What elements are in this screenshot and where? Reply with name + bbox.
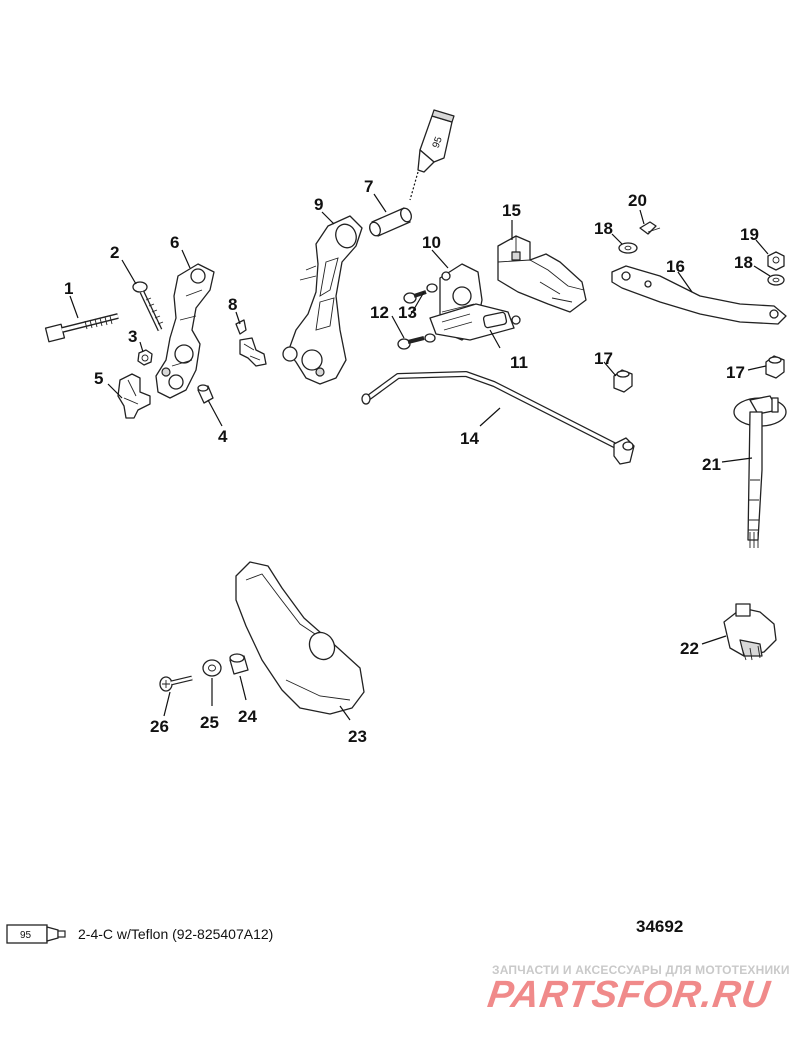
watermark-tagline: ЗАПЧАСТИ И АКСЕССУАРЫ ДЛЯ МОТОТЕХНИКИ — [492, 963, 790, 977]
callout-7: 7 — [364, 177, 373, 196]
callout-3: 3 — [128, 327, 137, 346]
part-6-throttle-lever — [155, 263, 215, 399]
part-5-bracket — [117, 373, 151, 419]
part-9-shift-lever — [282, 215, 363, 385]
callout-22: 22 — [680, 639, 699, 658]
part-25-washer — [202, 659, 222, 677]
part-12-screw — [397, 290, 427, 350]
part-13-washer — [424, 283, 438, 343]
callout-9: 9 — [314, 195, 323, 214]
grease-tube-95-icon: 95 — [409, 109, 455, 201]
callout-20: 20 — [628, 191, 647, 210]
part-15-bracket-block — [497, 235, 587, 313]
callout-12: 12 — [370, 303, 389, 322]
callout-1: 1 — [64, 279, 73, 298]
part-1-bolt — [44, 313, 119, 343]
callout-16: 16 — [666, 257, 685, 276]
part-7-pin — [369, 207, 412, 237]
legend-tube-label: 95 — [20, 930, 32, 941]
callout-21: 21 — [702, 455, 721, 474]
part-2-screw — [132, 281, 164, 332]
lubricant-legend: 95 2-4-C w/Teflon (92-825407A12) — [6, 922, 273, 946]
callout-10: 10 — [422, 233, 441, 252]
part-4-bushing — [197, 384, 214, 404]
callout-25: 25 — [200, 713, 219, 732]
callout-18: 18 — [734, 253, 753, 272]
callout-18: 18 — [594, 219, 613, 238]
part-19-nut — [767, 251, 785, 271]
part-21-shift-shaft — [733, 395, 787, 548]
callout-23: 23 — [348, 727, 367, 746]
part-8-clip — [235, 319, 267, 367]
part-17-nut — [613, 369, 633, 393]
callout-11: 11 — [510, 353, 528, 372]
callout-6: 6 — [170, 233, 179, 252]
callout-4: 4 — [218, 427, 228, 446]
tube-label: 95 — [431, 135, 445, 150]
callout-numbers: 1 2 3 4 5 6 7 8 9 10 11 12 13 14 15 16 1… — [64, 177, 759, 746]
diagram-number: 34692 — [636, 917, 684, 936]
callout-17: 17 — [594, 349, 613, 368]
callout-13: 13 — [398, 303, 417, 322]
part-11-cable-latch — [429, 303, 521, 341]
part-16-link-arm — [611, 265, 787, 325]
grease-tube-icon: 95 — [6, 924, 66, 944]
part-23-housing-plate — [235, 561, 365, 715]
callout-2: 2 — [110, 243, 119, 262]
part-18-washer — [767, 274, 785, 286]
callout-19: 19 — [740, 225, 759, 244]
part-22-shift-cam — [723, 603, 777, 661]
part-14-shift-rod — [361, 371, 635, 465]
callout-24: 24 — [238, 707, 257, 726]
leader-lines — [69, 193, 771, 721]
callout-17: 17 — [726, 363, 745, 382]
part-3-nut — [137, 349, 153, 366]
callout-5: 5 — [94, 369, 103, 388]
part-17-nut — [765, 355, 785, 379]
part-20-cotter-pin — [639, 221, 661, 235]
part-24-bushing — [229, 653, 249, 675]
callout-14: 14 — [460, 429, 479, 448]
callout-8: 8 — [228, 295, 237, 314]
part-18-washer — [618, 242, 638, 254]
part-26-screw — [159, 675, 193, 692]
callout-26: 26 — [150, 717, 169, 736]
watermark-logo: PARTSFOR.RU — [485, 974, 773, 1016]
legend-text: 2-4-C w/Teflon (92-825407A12) — [78, 926, 274, 942]
callout-15: 15 — [502, 201, 521, 220]
